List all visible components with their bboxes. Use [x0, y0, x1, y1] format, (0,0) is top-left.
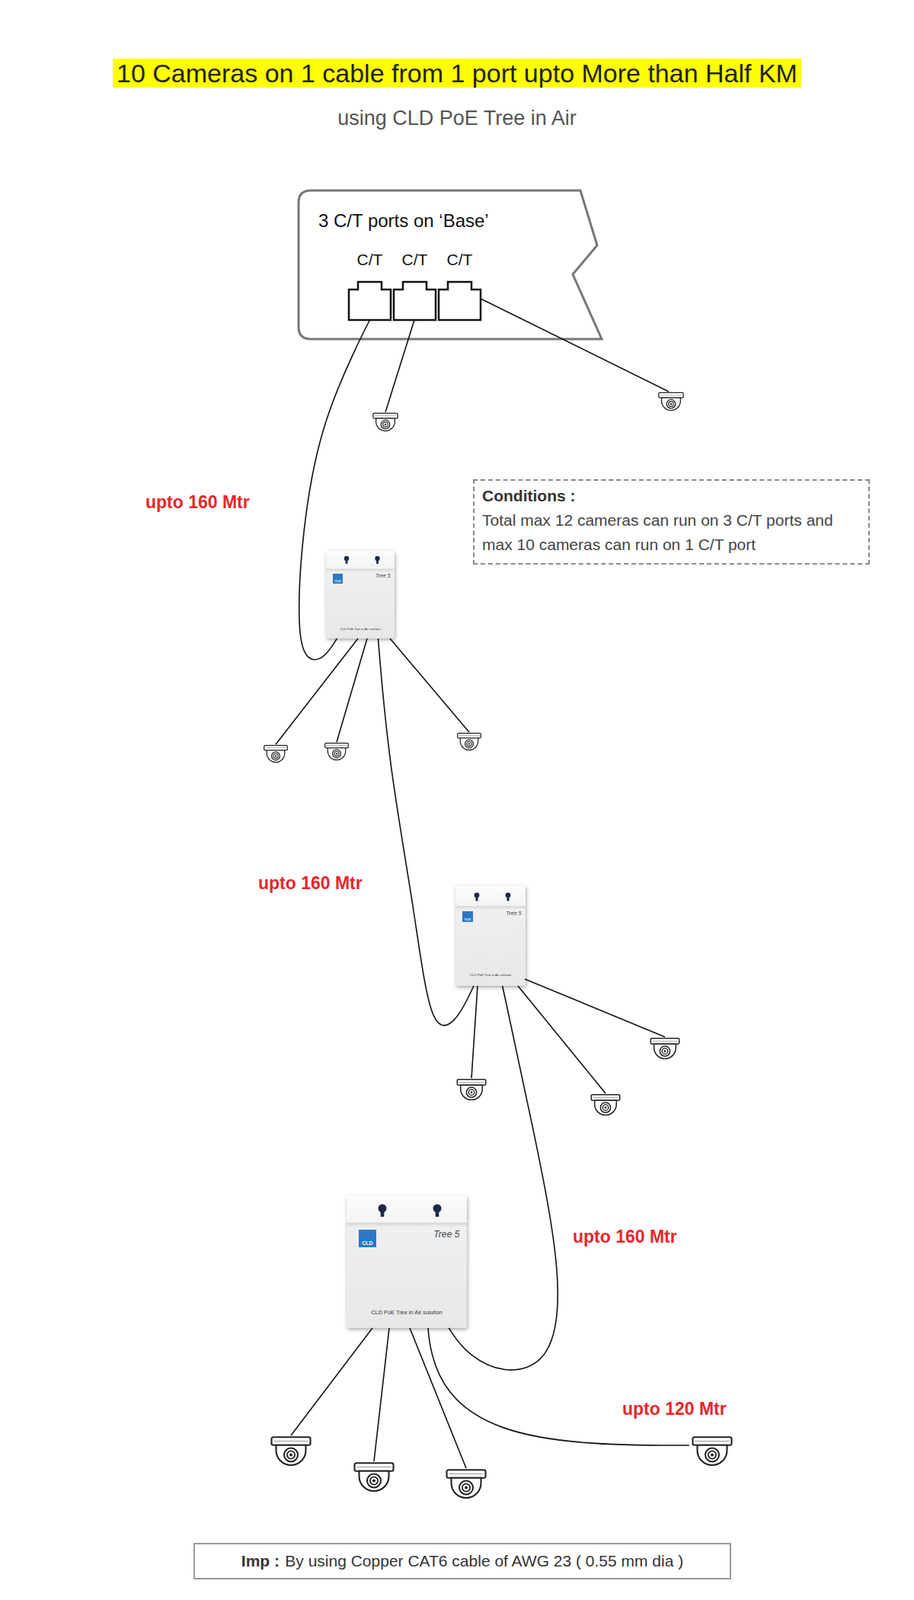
- camera-wire: [480, 298, 669, 392]
- node-text: 3 C/T ports on ‘Base’: [318, 210, 489, 232]
- camera-wire: [336, 638, 368, 742]
- camera-icon: [591, 1094, 620, 1116]
- cable-connector: [299, 319, 371, 660]
- node-text: CLD PoE Tree in Air solution: [346, 1308, 467, 1316]
- camera-icon: [264, 744, 288, 762]
- camera-icon: [457, 732, 482, 750]
- camera-wire: [373, 1327, 390, 1461]
- node-text: Imp :: [241, 1551, 280, 1570]
- distance-label: upto 160 Mtr: [258, 872, 363, 894]
- camera-icon: [447, 1469, 486, 1498]
- rj45-jack: [393, 281, 436, 320]
- ct-port: C/T: [348, 249, 391, 320]
- keyhole-group: [344, 556, 512, 1217]
- node-text: C/T: [438, 249, 481, 270]
- camera-wire: [389, 638, 470, 732]
- node-text: C/T: [393, 249, 436, 270]
- node-text: CLD: [462, 910, 473, 921]
- tree-box: Tree 5 CLD CLD PoE Tree in Air solution: [346, 1195, 467, 1328]
- camera-wire: [385, 319, 415, 413]
- keyhole: [507, 894, 510, 902]
- keyhole: [433, 1204, 442, 1213]
- rj45-jack: [438, 281, 481, 320]
- camera-icon: [354, 1462, 394, 1491]
- camera-wire: [524, 978, 665, 1037]
- tree-box: Tree 5 CLD CLD PoE Tree in Air solution: [455, 885, 526, 986]
- camera-wire: [409, 1327, 467, 1468]
- camera-group: [264, 392, 732, 1498]
- node-text: CLD PoE Tree in Air solution: [325, 626, 395, 631]
- base-unit: 3 C/T ports on ‘Base’C/TC/TC/T: [298, 190, 602, 339]
- title-wrap: 10 Cameras on 1 cable from 1 port upto M…: [0, 57, 914, 89]
- distance-label: upto 160 Mtr: [572, 1226, 678, 1247]
- node-text: Total max 12 cameras can run on 3 C/T po…: [482, 508, 837, 557]
- distance-label: upto 160 Mtr: [145, 492, 250, 513]
- keyhole: [476, 894, 479, 902]
- cable-connector: [448, 985, 558, 1370]
- camera-icon: [693, 1436, 732, 1465]
- node-text: CLD PoE Tree in Air solution: [455, 972, 526, 977]
- camera-icon: [457, 1079, 486, 1100]
- keyhole: [435, 1208, 440, 1217]
- keyhole: [345, 558, 349, 564]
- camera-icon: [658, 392, 684, 410]
- camera-icon: [373, 412, 398, 431]
- diagram-title: 10 Cameras on 1 cable from 1 port upto M…: [112, 58, 802, 88]
- camera-wire: [275, 638, 358, 745]
- camera-wires: [275, 298, 690, 1468]
- keyhole: [378, 1204, 387, 1213]
- note-box: Imp :By using Copper CAT6 cable of AWG 2…: [193, 1542, 732, 1579]
- camera-wire: [428, 1327, 690, 1445]
- camera-icon: [271, 1436, 311, 1465]
- keyhole: [474, 892, 480, 899]
- node-text: Tree 5: [375, 572, 391, 579]
- camera-wire: [471, 985, 478, 1078]
- camera-wire: [517, 985, 606, 1093]
- keyhole: [380, 1208, 385, 1217]
- connector-group: [299, 319, 559, 1370]
- tree-box: Tree 5 CLD CLD PoE Tree in Air solution: [325, 550, 395, 639]
- ct-port: C/T: [393, 249, 436, 320]
- node-text: C/T: [348, 249, 391, 270]
- keyhole: [374, 556, 380, 561]
- base-outline: [298, 190, 602, 339]
- subtitle: using CLD PoE Tree in Air: [0, 106, 914, 131]
- conditions-box: Conditions : Total max 12 cameras can run…: [472, 479, 870, 565]
- node-text: Tree 5: [433, 1228, 460, 1240]
- camera-wire: [290, 1327, 373, 1435]
- cable-connector: [377, 638, 474, 1026]
- keyhole: [376, 558, 379, 564]
- camera-icon: [325, 742, 349, 760]
- distance-label: upto 120 Mtr: [622, 1398, 727, 1419]
- jack-group: [348, 281, 481, 320]
- camera-icon: [650, 1038, 679, 1059]
- rj45-jack: [348, 281, 391, 320]
- keyhole: [344, 556, 349, 561]
- node-text: Conditions :: [482, 486, 861, 505]
- keyhole: [505, 892, 512, 899]
- node-text: Tree 5: [506, 910, 522, 917]
- node-text: CLD: [332, 573, 343, 584]
- node-text: By using Copper CAT6 cable of AWG 23 ( 0…: [284, 1551, 684, 1570]
- node-text: CLD: [358, 1229, 377, 1247]
- ct-port: C/T: [438, 249, 481, 320]
